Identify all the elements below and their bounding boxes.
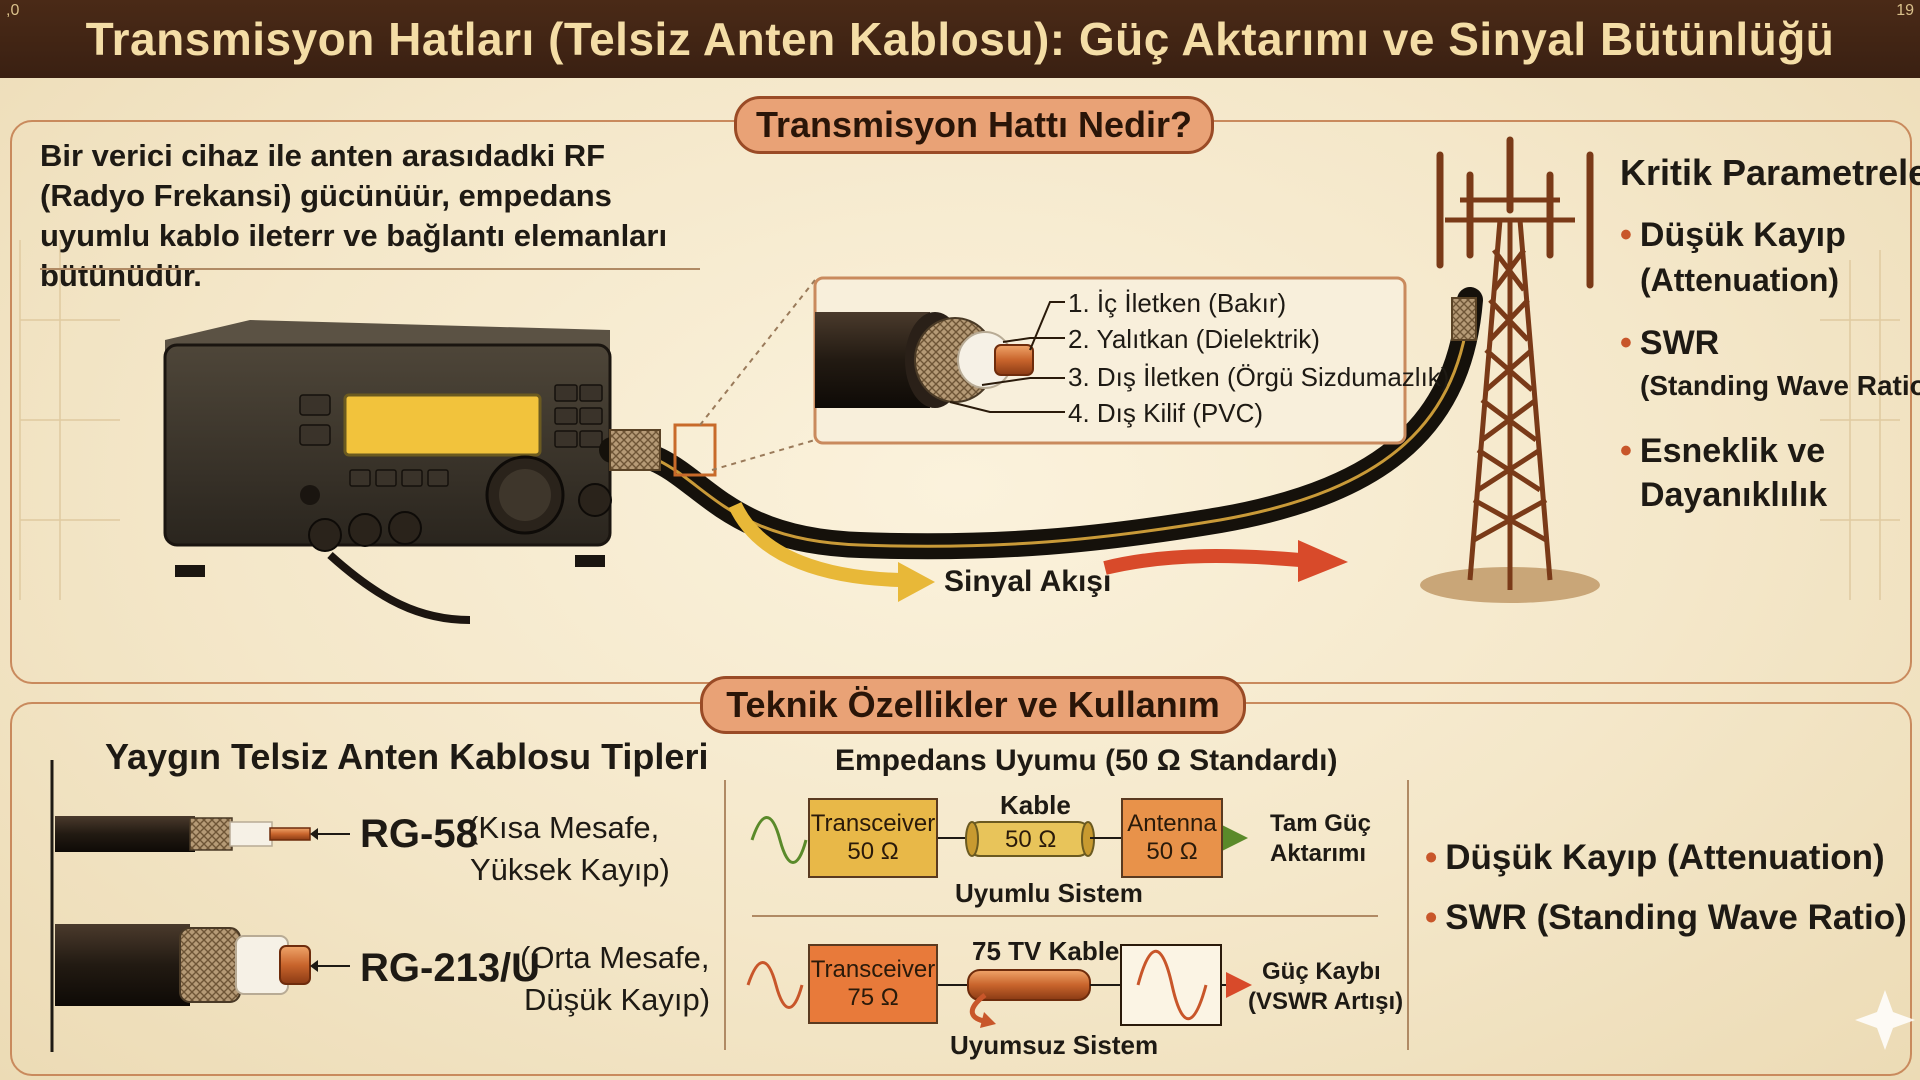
layer-label-outer-jacket: 4. Dış Kilif (PVC) xyxy=(1068,398,1264,428)
signal-arrow-red-head xyxy=(1298,540,1348,582)
matched-antenna-box: Antenna 50 Ω xyxy=(1121,798,1223,878)
mismatched-transceiver-value: 75 Ω xyxy=(847,984,899,1011)
signal-flow-label: Sinyal Akışı xyxy=(944,565,1112,598)
mismatched-transceiver-box: Transceiver 75 Ω xyxy=(808,944,938,1024)
cable-connector-radio xyxy=(609,429,661,471)
mismatched-cable-label: 75 TV Kable xyxy=(972,936,1120,966)
cable-desc-rg213-1: (Orta Mesafe, xyxy=(520,940,710,975)
critical-item-1-sub: (Attenuation) xyxy=(1640,262,1840,298)
cable-name-rg58: RG-58 xyxy=(360,812,478,856)
corner-label-right: 19 xyxy=(1896,2,1914,19)
cable-name-rg213: RG-213/U xyxy=(360,946,541,990)
intro-description: Bir verici cihaz ile anten arasıdadki RF… xyxy=(40,138,668,293)
antenna-tower-illustration xyxy=(1420,136,1600,603)
matched-result-1: Tam Güç xyxy=(1270,810,1371,837)
cable-desc-rg58-1: (Kısa Mesafe, xyxy=(468,810,660,845)
rg213-cable-illustration xyxy=(55,924,350,1006)
layer-label-dielectric: 2. Yalıtkan (Dielektrik) xyxy=(1068,324,1320,354)
matched-system-diagram xyxy=(750,816,1248,864)
section-heading-technical: Teknik Özellikler ve Kullanım xyxy=(700,676,1246,734)
mismatched-caption: Uyumsuz Sistem xyxy=(950,1030,1159,1060)
section-heading-transmission-line: Transmisyon Hattı Nedir? xyxy=(734,96,1214,154)
matched-transceiver-box: Transceiver 50 Ω xyxy=(808,798,938,878)
matched-caption: Uyumlu Sistem xyxy=(955,878,1143,908)
decorative-grid xyxy=(19,240,1900,600)
cable-desc-rg213-2: Düşük Kayıp) xyxy=(524,982,711,1017)
cable-desc-rg58-2: Yüksek Kayıp) xyxy=(470,852,670,887)
matched-antenna-label: Antenna xyxy=(1127,810,1217,837)
zoom-highlight xyxy=(673,423,717,477)
critical-item-3-sub: Dayanıklılık xyxy=(1640,476,1828,514)
critical-item-1-main: Düşük Kayıp xyxy=(1639,216,1846,254)
layer-label-inner-conductor: 1. İç İletken (Bakır) xyxy=(1068,288,1287,318)
matched-antenna-value: 50 Ω xyxy=(1146,838,1198,865)
matched-transceiver-value: 50 Ω xyxy=(847,838,899,865)
critical-item-3: •Esneklik ve xyxy=(1620,432,1826,470)
matched-cable-value: 50 Ω xyxy=(1005,826,1057,853)
mismatched-transceiver-label: Transceiver xyxy=(810,956,936,983)
title-bar: Transmisyon Hatları (Telsiz Anten Kablos… xyxy=(0,0,1920,78)
matched-transceiver-label: Transceiver xyxy=(810,810,936,837)
radio-transceiver-illustration xyxy=(163,320,612,624)
critical-item-3-main: Esneklik ve xyxy=(1639,432,1826,470)
signal-arrow-yellow-head xyxy=(898,562,935,602)
impedance-heading: Empedans Uyumu (50 Ω Standardı) xyxy=(835,744,1338,777)
matched-result-2: Aktarımı xyxy=(1270,840,1367,867)
summary-item-2: •SWR (Standing Wave Ratio) xyxy=(1425,898,1907,937)
main-cable-stripe xyxy=(611,299,1472,548)
cable-types-heading: Yaygın Telsiz Anten Kablosu Tipleri xyxy=(105,736,709,777)
critical-item-1: •Düşük Kayıp xyxy=(1620,216,1846,254)
page-title: Transmisyon Hatları (Telsiz Anten Kablos… xyxy=(85,13,1835,65)
matched-cable-label: Kable xyxy=(1000,790,1071,820)
mismatched-result-1: Güç Kaybı xyxy=(1262,958,1381,985)
summary-item-1-text: Düşük Kayıp (Attenuation) xyxy=(1445,838,1885,877)
critical-item-2: •SWR xyxy=(1620,324,1720,362)
mismatched-result-2: (VSWR Artışı) xyxy=(1248,988,1404,1015)
intro-underline xyxy=(40,268,700,270)
cable-cross-section xyxy=(815,312,1034,408)
signal-arrow-red xyxy=(1103,549,1301,575)
critical-item-2-sub: (Standing Wave Ratio) xyxy=(1640,370,1920,401)
layer-label-outer-conductor: 3. Dış İletken (Örgü Sizdumazlık) xyxy=(1068,362,1450,392)
rg58-cable-illustration xyxy=(55,816,350,852)
layer-leader-lines xyxy=(949,301,1065,413)
summary-item-1: •Düşük Kayıp (Attenuation) xyxy=(1425,838,1885,877)
signal-arrow-yellow xyxy=(728,501,901,587)
critical-parameters-heading: Kritik Parametreler xyxy=(1620,152,1920,193)
summary-item-2-text: SWR (Standing Wave Ratio) xyxy=(1445,898,1907,937)
critical-item-2-main: SWR xyxy=(1639,324,1720,362)
corner-label-left: ,0 xyxy=(6,2,20,19)
mismatched-system-diagram xyxy=(746,944,1252,1028)
